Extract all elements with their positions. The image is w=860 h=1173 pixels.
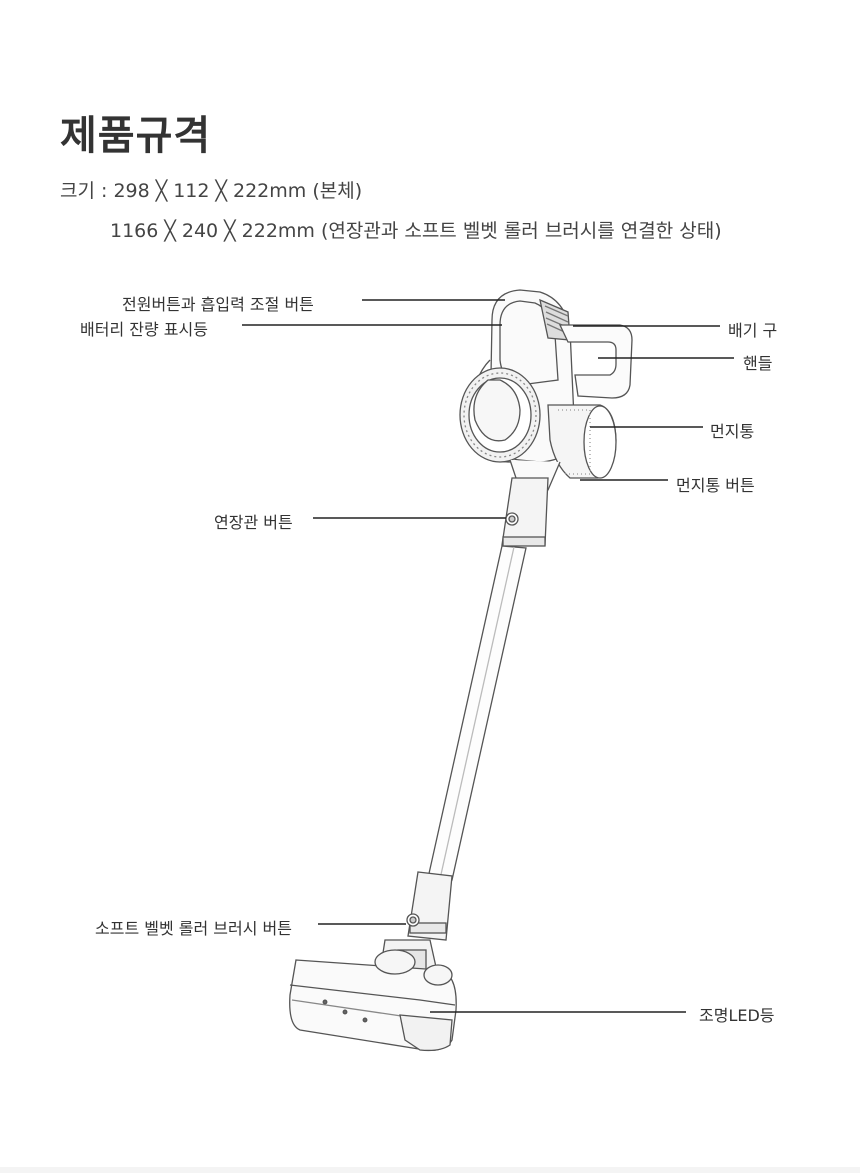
- label-extension-button: 연장관 버튼: [214, 513, 293, 532]
- label-brush-button: 소프트 벨벳 롤러 브러시 버튼: [95, 919, 292, 938]
- label-power-button: 전원버튼과 흡입력 조절 버튼: [122, 295, 314, 314]
- dust-bin-shape: [547, 404, 617, 479]
- extension-tube: [427, 545, 527, 881]
- label-dust-bin-button: 먼지통 버튼: [676, 476, 755, 495]
- label-battery-indicator: 배터리 잔량 표시등: [80, 320, 208, 339]
- spec-size-body: 크기 : 298 ╳ 112 ╳ 222mm (본체): [60, 180, 363, 202]
- extension-connector: [501, 477, 549, 547]
- page-title: 제품규격: [60, 113, 212, 159]
- brush-connector: [406, 871, 453, 941]
- page-bottom-strip: [0, 1167, 860, 1173]
- spec-size-full: 1166 ╳ 240 ╳ 222mm (연장관과 소프트 벨벳 롤러 브러시를 …: [110, 220, 722, 242]
- brush-head: [289, 949, 457, 1052]
- label-led-light: 조명LED등: [699, 1006, 775, 1025]
- label-handle: 핸들: [743, 354, 773, 373]
- cyclone-ring: [459, 367, 541, 463]
- label-exhaust: 배기 구: [728, 321, 778, 340]
- label-dust-bin: 먼지통: [710, 422, 755, 441]
- handle-shape: [558, 324, 633, 399]
